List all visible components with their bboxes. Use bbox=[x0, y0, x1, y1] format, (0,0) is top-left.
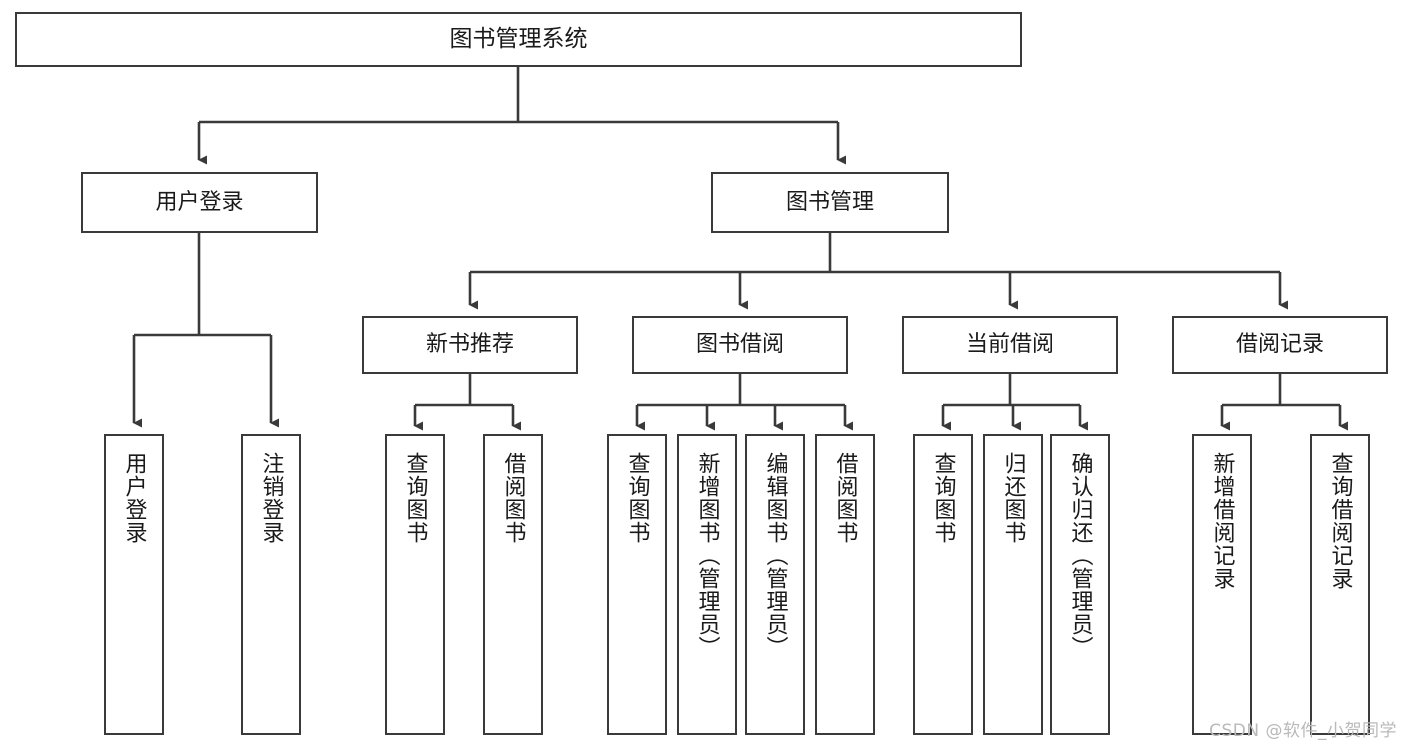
node-leaf-logout-login[interactable]: 注销登录 bbox=[241, 434, 301, 735]
node-book-borrow[interactable]: 图书借阅 bbox=[632, 316, 848, 374]
node-label: 查询图书 bbox=[624, 452, 650, 544]
node-label: 新增图书（管理员） bbox=[694, 452, 720, 659]
node-current-borrow[interactable]: 当前借阅 bbox=[902, 316, 1118, 374]
node-leaf-confirm-return[interactable]: 确认归还（管理员） bbox=[1050, 434, 1110, 735]
node-leaf-query-book-1[interactable]: 查询图书 bbox=[385, 434, 445, 735]
node-label: 注销登录 bbox=[258, 452, 284, 544]
node-book-management[interactable]: 图书管理 bbox=[711, 172, 949, 233]
node-user-login[interactable]: 用户登录 bbox=[81, 172, 318, 233]
node-label: 图书管理 bbox=[785, 189, 874, 215]
node-label: 用户登录 bbox=[155, 189, 244, 215]
node-borrow-record[interactable]: 借阅记录 bbox=[1172, 316, 1388, 374]
node-label: 借阅图书 bbox=[500, 452, 526, 544]
node-leaf-borrow-book-2[interactable]: 借阅图书 bbox=[815, 434, 875, 735]
node-label: 编辑图书（管理员） bbox=[762, 452, 788, 659]
node-leaf-query-record[interactable]: 查询借阅记录 bbox=[1310, 434, 1370, 735]
node-leaf-query-book-3[interactable]: 查询图书 bbox=[913, 434, 973, 735]
node-leaf-edit-book[interactable]: 编辑图书（管理员） bbox=[745, 434, 805, 735]
node-label: 借阅图书 bbox=[832, 452, 858, 544]
node-leaf-user-login[interactable]: 用户登录 bbox=[104, 434, 164, 735]
node-label: 新书推荐 bbox=[425, 332, 514, 358]
node-label: 查询图书 bbox=[402, 452, 428, 544]
node-leaf-add-record[interactable]: 新增借阅记录 bbox=[1192, 434, 1252, 735]
node-label: 图书管理系统 bbox=[449, 25, 588, 52]
node-label: 用户登录 bbox=[121, 452, 147, 544]
node-label: 当前借阅 bbox=[965, 332, 1054, 358]
node-leaf-add-book[interactable]: 新增图书（管理员） bbox=[677, 434, 737, 735]
node-label: 查询图书 bbox=[930, 452, 956, 544]
node-leaf-borrow-book-1[interactable]: 借阅图书 bbox=[483, 434, 543, 735]
node-label: 图书借阅 bbox=[695, 332, 784, 358]
node-leaf-return-book[interactable]: 归还图书 bbox=[983, 434, 1043, 735]
node-label: 借阅记录 bbox=[1235, 332, 1324, 358]
node-label: 归还图书 bbox=[1000, 452, 1026, 544]
node-label: 确认归还（管理员） bbox=[1067, 452, 1093, 659]
node-root-book-management-system[interactable]: 图书管理系统 bbox=[15, 12, 1022, 67]
node-leaf-query-book-2[interactable]: 查询图书 bbox=[607, 434, 667, 735]
node-label: 查询借阅记录 bbox=[1327, 452, 1353, 590]
node-label: 新增借阅记录 bbox=[1209, 452, 1235, 590]
node-new-book-recommend[interactable]: 新书推荐 bbox=[362, 316, 578, 374]
